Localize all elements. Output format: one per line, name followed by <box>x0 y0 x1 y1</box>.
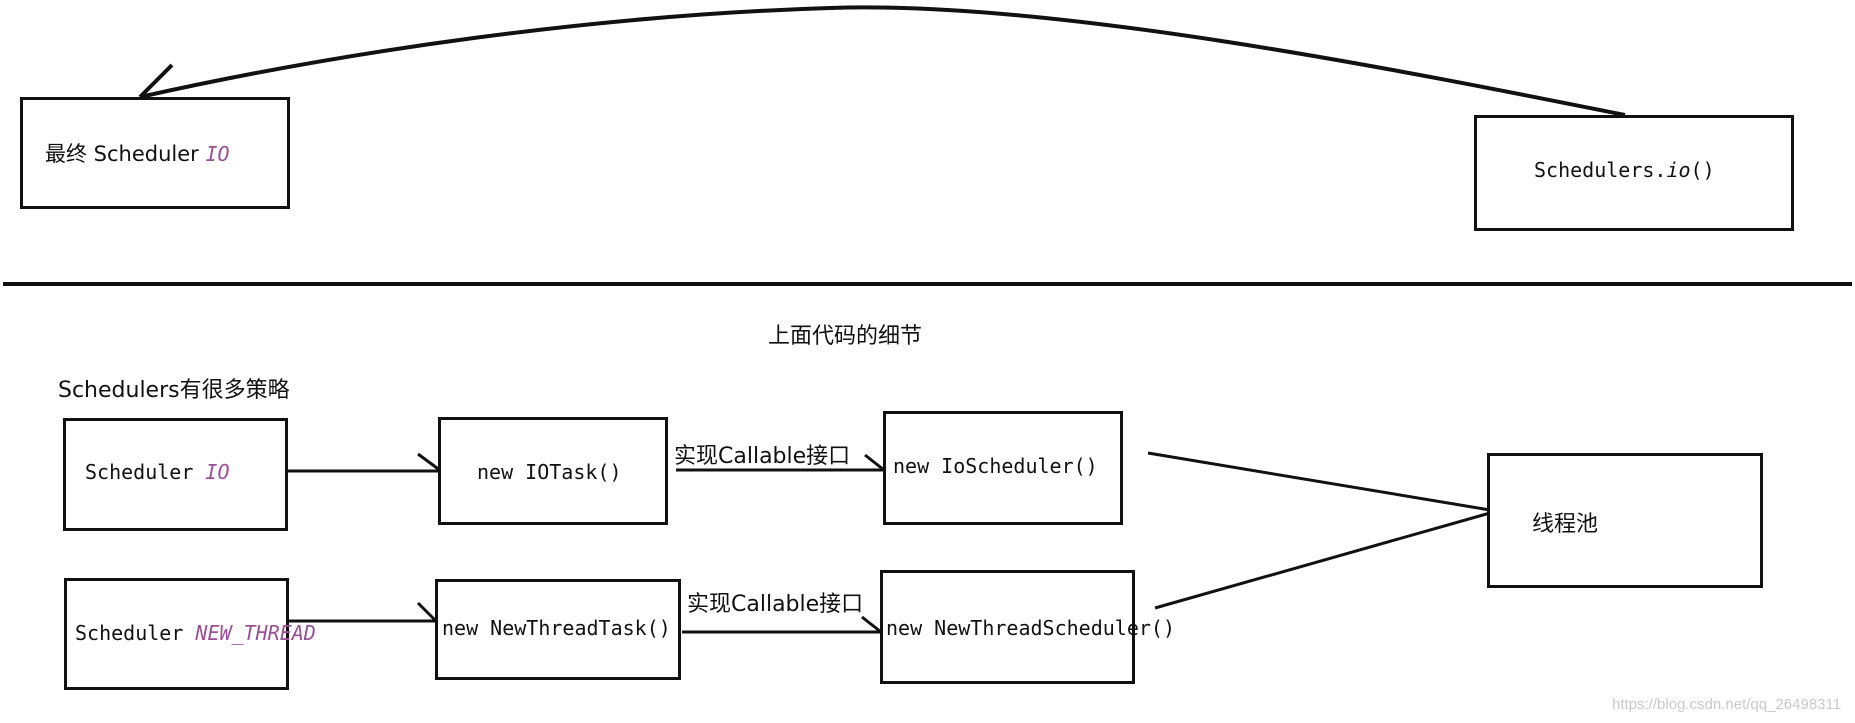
final-prefix-text: 最终 Scheduler <box>45 142 206 166</box>
newthread-task-box: new NewThreadTask() <box>435 579 681 680</box>
section-title: 上面代码的细节 <box>768 324 923 349</box>
scheduler-newthread-label: Scheduler NEW_THREAD <box>75 621 316 645</box>
scheduler-newthread-box: Scheduler NEW_THREAD <box>64 578 316 690</box>
curved-arrow <box>139 5 1626 117</box>
arrow-task-to-ioscheduler-head <box>864 453 885 472</box>
call-text-kw: io <box>1666 158 1691 182</box>
final-keyword-text: IO <box>205 142 230 166</box>
call-text-a: Schedulers. <box>1534 158 1667 182</box>
newthread-scheduler-box: new NewThreadScheduler() <box>880 570 1175 684</box>
arrow-newthread-to-task-head <box>416 601 438 623</box>
scheduler-io-keyword: IO <box>205 460 230 484</box>
scheduler-io-prefix: Scheduler <box>85 460 206 484</box>
scheduler-newthread-keyword: NEW_THREAD <box>195 621 316 645</box>
thread-pool-label: 线程池 <box>1532 512 1599 537</box>
curved-arrow-head <box>138 63 174 99</box>
io-task-box: new IOTask() <box>438 417 668 525</box>
final-scheduler-label: 最终 Scheduler IO <box>45 138 230 168</box>
arrow-task-to-newthreadscheduler-head <box>861 615 882 634</box>
newthread-task-label: new NewThreadTask() <box>442 616 671 640</box>
final-scheduler-box: 最终 Scheduler IO <box>20 97 290 209</box>
call-text-b: () <box>1690 158 1715 182</box>
io-scheduler-box: new IoScheduler() <box>883 411 1123 525</box>
arrow-io-to-task-head <box>417 452 442 473</box>
io-task-label: new IOTask() <box>477 460 622 484</box>
scheduler-io-box: Scheduler IO <box>63 418 288 531</box>
schedulers-io-call-label: Schedulers.io() <box>1534 158 1715 182</box>
strategies-caption: Schedulers有很多策略 <box>58 378 290 403</box>
newthread-scheduler-label: new NewThreadScheduler() <box>886 616 1175 640</box>
thread-pool-box: 线程池 <box>1487 453 1763 588</box>
line-ioscheduler-to-pool <box>1147 451 1491 512</box>
schedulers-io-call-box: Schedulers.io() <box>1474 115 1794 231</box>
row1-edge-label: 实现Callable接口 <box>674 444 851 469</box>
watermark: https://blog.csdn.net/qq_26498311 <box>1612 696 1842 713</box>
line-newthreadscheduler-to-pool <box>1154 511 1491 610</box>
scheduler-newthread-prefix: Scheduler <box>75 621 196 645</box>
scheduler-io-label: Scheduler IO <box>85 460 230 484</box>
row2-edge-label: 实现Callable接口 <box>687 592 864 617</box>
io-scheduler-label: new IoScheduler() <box>893 454 1098 478</box>
